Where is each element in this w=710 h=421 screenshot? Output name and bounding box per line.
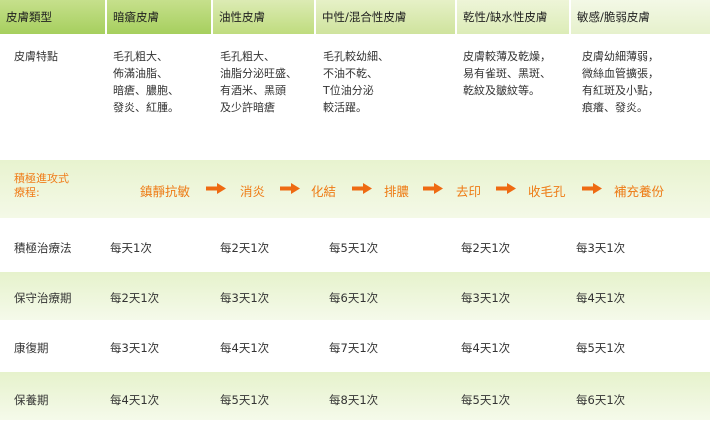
schedule-cell: 每3天1次 [110,341,160,355]
feature-line: 及少許暗瘡 [220,101,275,114]
features-dry: 皮膚較薄及乾燥， 易有雀斑、黑斑、 乾紋及皺紋等。 [463,48,551,99]
feature-line: 不油不乾、 [323,67,378,80]
arrow-right-icon [582,183,602,194]
arrow-right-icon [280,183,300,194]
schedule-cell: 每6天1次 [329,291,379,305]
schedule-cell: 每4天1次 [461,341,511,355]
schedule-cell: 每4天1次 [110,393,160,407]
header-acne-skin: 暗瘡皮膚 [107,0,211,34]
step-soothe: 鎮靜抗敏 [140,184,191,199]
feature-line: 暗瘡、膿胞、 [113,84,179,97]
arrow-right-icon [206,183,226,194]
header-skin-type: 皮膚類型 [0,0,105,34]
process-label-line1: 積極進攻式 [14,172,69,185]
schedule-cell: 每5天1次 [220,393,270,407]
feature-line: 痕癢、發炎。 [582,101,648,114]
feature-line: 較活躍。 [323,101,367,114]
feature-line: 微絲血管擴張， [582,67,659,80]
feature-line: 乾紋及皺紋等。 [463,84,540,97]
step-nourish: 補充養份 [614,184,665,199]
schedule-row-conservative [0,272,710,320]
feature-line: 皮膚幼細薄弱， [582,50,659,63]
feature-line: T位油分泌 [323,84,374,97]
arrow-right-icon [496,183,516,194]
process-label-line2: 療程: [14,186,40,199]
process-label: 積極進攻式 療程: [14,172,69,200]
features-sensitive: 皮膚幼細薄弱， 微絲血管擴張， 有紅斑及小點， 痕癢、發炎。 [582,48,659,116]
schedule-cell: 每3天1次 [220,291,270,305]
schedule-cell: 每2天1次 [110,291,160,305]
schedule-cell: 每8天1次 [329,393,379,407]
header-dry-skin: 乾性/缺水性皮膚 [457,0,569,34]
row-label-recovery: 康復期 [14,341,49,355]
arrow-right-icon [423,183,443,194]
schedule-cell: 每4天1次 [576,291,626,305]
row-label-conservative: 保守治療期 [14,291,72,305]
schedule-cell: 每4天1次 [220,341,270,355]
arrow-right-icon [352,183,372,194]
step-anti-inflammatory: 消炎 [240,184,266,199]
header-combination-skin: 中性/混合性皮膚 [316,0,455,34]
row-label-active: 積極治療法 [14,241,72,255]
feature-line: 皮膚較薄及乾燥， [463,50,551,63]
schedule-cell: 每6天1次 [576,393,626,407]
feature-line: 有紅斑及小點， [582,84,659,97]
schedule-cell: 每3天1次 [461,291,511,305]
feature-line: 易有雀斑、黑斑、 [463,67,551,80]
schedule-cell: 每7天1次 [329,341,379,355]
row-label-maintenance: 保養期 [14,393,49,407]
features-oily: 毛孔粗大、 油脂分泌旺盛、 有酒米、黑頭 及少許暗瘡 [220,48,297,116]
feature-line: 佈滿油脂、 [113,67,168,80]
feature-line: 有酒米、黑頭 [220,84,286,97]
features-label: 皮膚特點 [14,50,58,63]
schedule-cell: 每天1次 [110,241,152,255]
schedule-cell: 每5天1次 [329,241,379,255]
schedule-cell: 每3天1次 [576,241,626,255]
features-acne: 毛孔粗大、 佈滿油脂、 暗瘡、膿胞、 發炎、紅腫。 [113,48,179,116]
feature-line: 油脂分泌旺盛、 [220,67,297,80]
features-combination: 毛孔較幼細、 不油不乾、 T位油分泌 較活躍。 [323,48,389,116]
feature-line: 發炎、紅腫。 [113,101,179,114]
schedule-cell: 每5天1次 [576,341,626,355]
schedule-cell: 每2天1次 [461,241,511,255]
features-section [0,34,710,154]
schedule-row-recovery [0,322,710,370]
header-sensitive-skin: 敏感/脆弱皮膚 [571,0,710,34]
feature-line: 毛孔粗大、 [220,50,275,63]
schedule-cell: 每2天1次 [220,241,270,255]
schedule-row-active [0,222,710,270]
step-remove-marks: 去印 [456,184,482,199]
step-tighten-pores: 收毛孔 [528,184,566,199]
header-oily-skin: 油性皮膚 [213,0,314,34]
schedule-cell: 每5天1次 [461,393,511,407]
step-drain: 排膿 [384,184,410,199]
feature-line: 毛孔較幼細、 [323,50,389,63]
step-resolve-nodules: 化結 [311,184,337,199]
schedule-row-maintenance [0,372,710,420]
feature-line: 毛孔粗大、 [113,50,168,63]
